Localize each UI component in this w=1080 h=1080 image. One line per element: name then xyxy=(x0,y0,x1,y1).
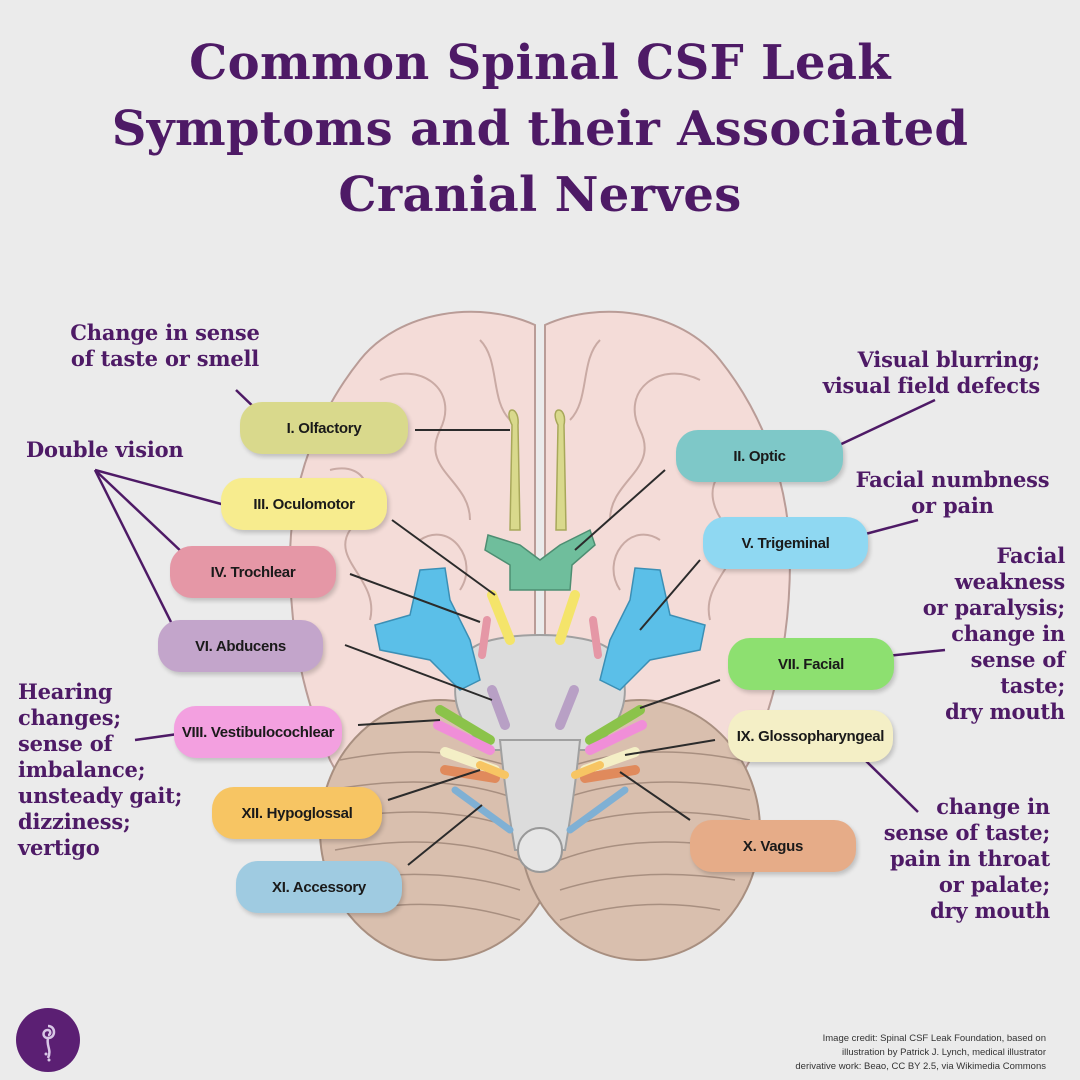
olfactory-bulb-right xyxy=(554,409,567,531)
symptom-glosso-vagus-line-5: dry mouth xyxy=(930,898,1050,923)
nerve-pill-vestibulocochlear: VIII. Vestibulocochlear xyxy=(174,706,342,758)
symptom-facial-weakness-line-1: Facial xyxy=(996,543,1065,568)
symptom-facial-numbness-line-1: Facial numbness xyxy=(855,467,1050,492)
symptom-hearing-line-5: unsteady gait; xyxy=(18,783,183,808)
title-line-1: Common Spinal CSF Leak xyxy=(189,35,891,91)
page-title: Common Spinal CSF Leak Symptoms and thei… xyxy=(40,30,1040,228)
symptom-facial-weakness-line-7: dry mouth xyxy=(945,699,1065,724)
nerve-pill-abducens: VI. Abducens xyxy=(158,620,323,672)
spiral-icon xyxy=(42,1024,56,1062)
nerve-pill-oculomotor: III. Oculomotor xyxy=(221,478,387,530)
title-line-2: Symptoms and their Associated xyxy=(111,101,969,157)
nerve-pill-vagus: X. Vagus xyxy=(690,820,856,872)
credit-line-3: derivative work: Beao, CC BY 2.5, via Wi… xyxy=(795,1061,1046,1072)
credit-line-2: illustration by Patrick J. Lynch, medica… xyxy=(842,1047,1046,1058)
symptom-taste-smell-line-2: of taste or smell xyxy=(70,346,260,371)
nerve-pill-accessory: XI. Accessory xyxy=(236,861,402,913)
symptom-visual-line-2: visual field defects xyxy=(822,373,1040,398)
optic-chiasm xyxy=(484,528,596,591)
nerve-pill-hypoglossal: XII. Hypoglossal xyxy=(212,787,382,839)
nerve-pill-glossopharyngeal: IX. Glossopharyngeal xyxy=(728,710,893,762)
spinal-cord-section xyxy=(517,827,563,873)
symptom-facial-weakness: Facial weakness or paralysis; change in … xyxy=(900,543,1066,725)
symptom-facial-weakness-line-4: change in xyxy=(951,621,1065,646)
nerve-pill-trochlear: IV. Trochlear xyxy=(170,546,336,598)
symptom-glosso-vagus-line-4: or palate; xyxy=(938,872,1050,897)
symptom-hearing-line-6: dizziness; xyxy=(18,809,131,834)
symptom-hearing-line-2: changes; xyxy=(18,705,121,730)
symptom-taste-smell-line-1: Change in sense xyxy=(70,320,260,345)
nerve-pill-facial: VII. Facial xyxy=(728,638,894,690)
nerve-pill-olfactory: I. Olfactory xyxy=(240,402,408,454)
symptom-glosso-vagus: change in sense of taste; pain in throat… xyxy=(870,794,1050,924)
symptom-glosso-vagus-line-1: change in xyxy=(936,794,1050,819)
symptom-glosso-vagus-line-2: sense of taste; xyxy=(883,820,1050,845)
nerve-pill-optic: II. Optic xyxy=(676,430,843,482)
image-credit: Image credit: Spinal CSF Leak Foundation… xyxy=(795,1032,1046,1074)
symptom-hearing-line-4: imbalance; xyxy=(18,757,146,782)
trigeminal-left xyxy=(374,567,481,691)
symptom-double-vision: Double vision xyxy=(26,437,184,463)
symptom-hearing: Hearing changes; sense of imbalance; uns… xyxy=(18,679,188,861)
pons xyxy=(454,634,626,751)
symptom-facial-weakness-line-2: weakness xyxy=(954,569,1065,594)
symptom-facial-weakness-line-6: taste; xyxy=(1000,673,1065,698)
pointer-lines xyxy=(344,429,721,866)
credit-line-1: Image credit: Spinal CSF Leak Foundation… xyxy=(822,1033,1046,1044)
symptom-facial-weakness-line-5: sense of xyxy=(970,647,1066,672)
symptom-hearing-line-3: sense of xyxy=(18,731,113,756)
title-line-3: Cranial Nerves xyxy=(338,167,742,223)
symptom-visual: Visual blurring; visual field defects xyxy=(800,347,1040,399)
symptom-facial-weakness-line-3: or paralysis; xyxy=(922,595,1066,620)
olfactory-bulb-left xyxy=(508,409,521,531)
symptom-hearing-line-7: vertigo xyxy=(18,835,100,860)
nerve-pill-trigeminal: V. Trigeminal xyxy=(703,517,868,569)
symptom-visual-line-1: Visual blurring; xyxy=(857,347,1041,372)
symptom-double-vision-line-1: Double vision xyxy=(26,437,184,462)
leader-lines xyxy=(93,389,946,813)
foundation-logo xyxy=(16,1008,80,1072)
symptom-hearing-line-1: Hearing xyxy=(18,679,113,704)
symptom-taste-smell: Change in sense of taste or smell xyxy=(70,320,260,372)
trigeminal-right xyxy=(599,567,706,691)
symptom-facial-numbness-line-2: or pain xyxy=(911,493,994,518)
symptom-glosso-vagus-line-3: pain in throat xyxy=(890,846,1050,871)
symptom-facial-numbness: Facial numbness or pain xyxy=(840,467,1065,519)
